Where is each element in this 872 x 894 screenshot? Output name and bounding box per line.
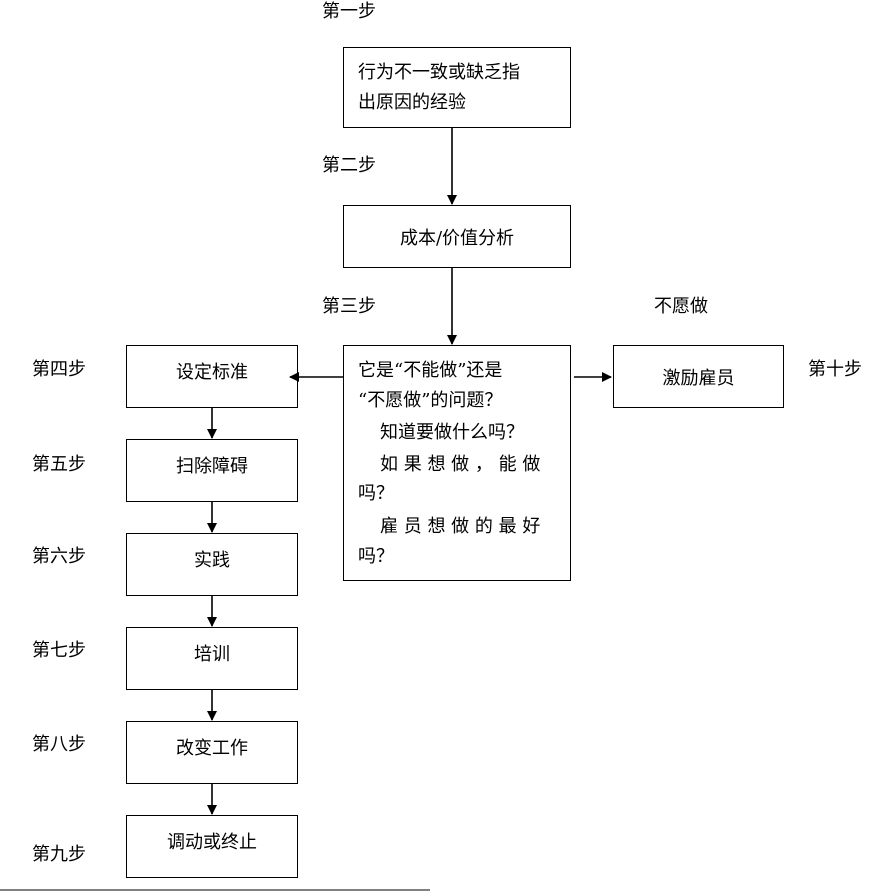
box-set-standards: 设定标准 (126, 345, 298, 408)
step-9-label: 第九步 (32, 844, 86, 865)
box-3-line-6: 雇 员 想 做 的 最 好 (380, 516, 541, 537)
box-inconsistent-behavior: 行为不一致或缺乏指 出原因的经验 (343, 47, 571, 128)
box-3-line-4: 如 果 想 做 ， 能 做 (380, 454, 541, 475)
box-3-line-7: 吗？ (358, 546, 394, 567)
step-8-label: 第八步 (32, 734, 86, 755)
step-5-label: 第五步 (32, 454, 86, 475)
step-7-label: 第七步 (32, 640, 86, 661)
box-1-line-2: 出原因的经验 (358, 92, 466, 113)
box-3-line-5: 吗？ (358, 483, 394, 504)
box-change-job: 改变工作 (126, 721, 298, 784)
box-6-text: 实践 (194, 550, 230, 571)
box-1-line-1: 行为不一致或缺乏指 (358, 62, 520, 83)
box-cant-or-wont-question: 它是“不能做”还是 “不愿做”的问题？ 知道要做什么吗？ 如 果 想 做 ， 能… (343, 345, 571, 581)
box-3-line-3: 知道要做什么吗？ (380, 422, 524, 443)
step-2-label: 第二步 (322, 155, 376, 176)
step-4-label: 第四步 (32, 359, 86, 380)
step-1-label: 第一步 (322, 1, 376, 22)
box-10-text: 激励雇员 (662, 367, 735, 389)
box-9-text: 调动或终止 (167, 832, 257, 853)
box-remove-obstacles: 扫除障碍 (126, 439, 298, 502)
step-6-label: 第六步 (32, 546, 86, 567)
box-3-line-1: 它是“不能做”还是 (358, 360, 503, 381)
box-practice: 实践 (126, 533, 298, 596)
box-motivate-employees: 激励雇员 (613, 345, 784, 408)
unwilling-annotation: 不愿做 (654, 296, 708, 317)
box-4-text: 设定标准 (176, 362, 248, 383)
box-transfer-or-terminate: 调动或终止 (126, 815, 298, 878)
box-8-text: 改变工作 (176, 738, 248, 759)
box-2-text: 成本/价值分析 (399, 227, 515, 249)
box-7-text: 培训 (194, 644, 230, 665)
box-3-line-2: “不愿做”的问题？ (358, 390, 503, 411)
box-5-text: 扫除障碍 (176, 456, 248, 477)
box-cost-value-analysis: 成本/价值分析 (343, 205, 571, 268)
step-10-label: 第十步 (808, 359, 862, 380)
box-training: 培训 (126, 627, 298, 690)
step-3-label: 第三步 (322, 296, 376, 317)
